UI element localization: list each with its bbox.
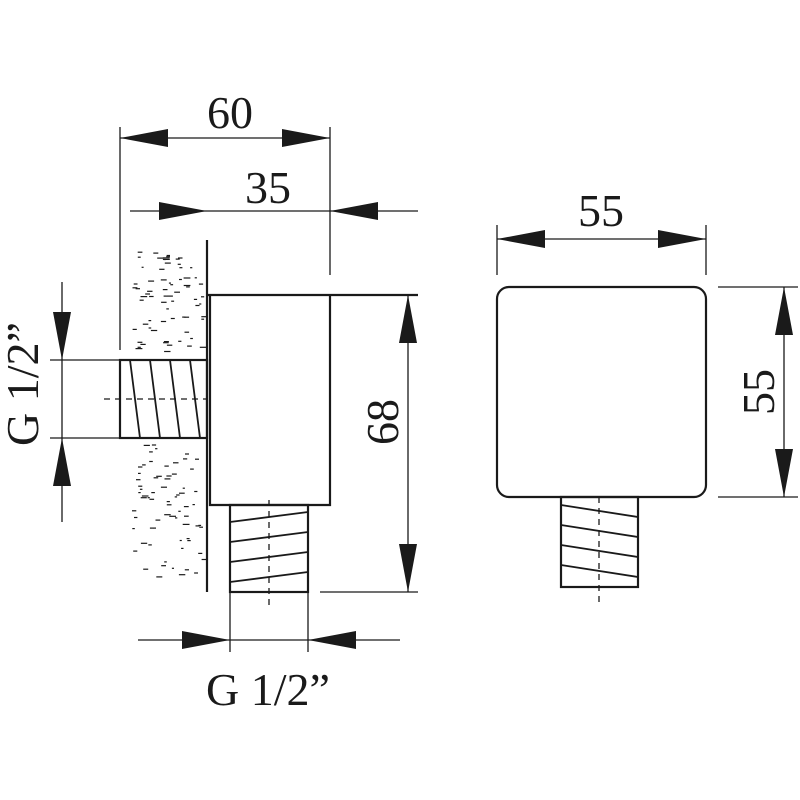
label-wall-thread: G 1/2” bbox=[0, 322, 48, 446]
dimension-front-width bbox=[496, 225, 707, 275]
label-overall-depth: 60 bbox=[207, 87, 253, 138]
front-face bbox=[495, 285, 708, 499]
wall-hatching bbox=[132, 251, 208, 578]
label-body-depth: 35 bbox=[245, 162, 291, 213]
dimension-body-depth bbox=[130, 202, 418, 220]
side-view: 60 35 68 G 1/2” bbox=[0, 87, 418, 715]
front-view: 55 55 bbox=[495, 185, 798, 604]
dimension-wall-thread bbox=[50, 282, 120, 522]
label-outlet-thread: G 1/2” bbox=[206, 664, 330, 715]
dimension-overall-depth bbox=[119, 127, 331, 350]
label-front-height: 55 bbox=[733, 369, 784, 415]
front-outlet-connector bbox=[559, 495, 640, 604]
dimension-outlet-thread bbox=[138, 592, 400, 652]
label-front-width: 55 bbox=[578, 185, 624, 236]
body-outline bbox=[208, 295, 332, 507]
wall-thread-connector bbox=[104, 358, 209, 440]
label-height: 68 bbox=[357, 399, 408, 445]
outlet-thread-connector bbox=[228, 500, 310, 610]
dimension-front-height bbox=[718, 286, 798, 498]
dimension-height bbox=[320, 295, 418, 593]
